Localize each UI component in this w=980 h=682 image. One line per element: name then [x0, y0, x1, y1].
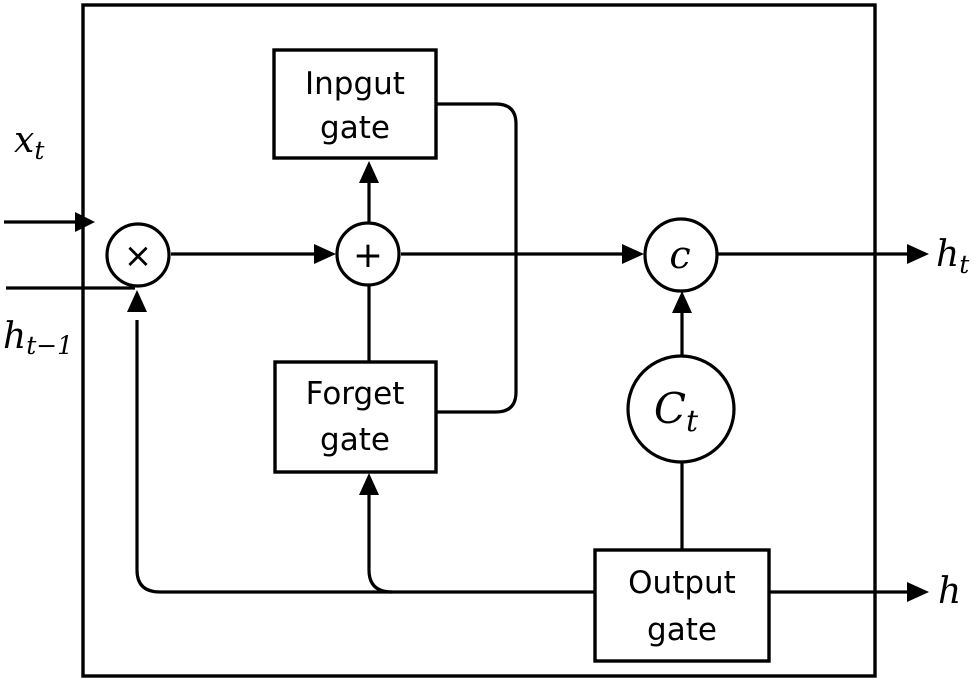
cell-symbol: c [669, 233, 690, 277]
input-forget-connector [436, 102, 518, 414]
output-gate-label-line2: gate [647, 612, 717, 648]
add-node: + [335, 221, 401, 287]
output-to-h-arrow [770, 582, 929, 602]
input-gate: Inpgut gate [272, 48, 438, 160]
feedback-to-forget [367, 492, 393, 594]
cellstate-to-cell-arrow [672, 291, 692, 358]
x-t-label: xt [14, 120, 45, 165]
output-gate: Output gate [593, 548, 771, 663]
input-gate-label-line2: gate [320, 110, 390, 146]
cell-state-symbol: Ct [654, 384, 699, 439]
add-to-cell-arrow [401, 244, 644, 264]
feedback-to-multiply [135, 320, 595, 594]
h-prev-label: ht−1 [3, 316, 73, 360]
forget-gate-label-line2: gate [320, 422, 390, 458]
cell-to-ht-arrow [715, 244, 929, 264]
h-t-label: ht [936, 234, 970, 279]
add-to-input-gate-arrow [359, 161, 379, 222]
feedback-forget-arrowhead [359, 473, 379, 495]
feedback-multiply-arrowhead [127, 290, 147, 312]
x-input-arrow [4, 212, 95, 232]
cell-state-node: Ct [626, 354, 736, 464]
forget-gate-label-line1: Forget [306, 376, 405, 412]
cell-node: c [643, 217, 719, 293]
output-gate-label-line1: Output [628, 565, 736, 601]
forget-gate: Forget gate [273, 360, 438, 474]
cell-boundary [81, 3, 877, 678]
multiply-node: × [105, 222, 171, 288]
h-output-label: h [938, 571, 961, 612]
multiply-to-add-arrow [171, 244, 336, 264]
input-gate-label-line1: Inpgut [305, 66, 405, 102]
multiply-symbol: × [124, 236, 153, 276]
add-symbol: + [353, 235, 383, 276]
